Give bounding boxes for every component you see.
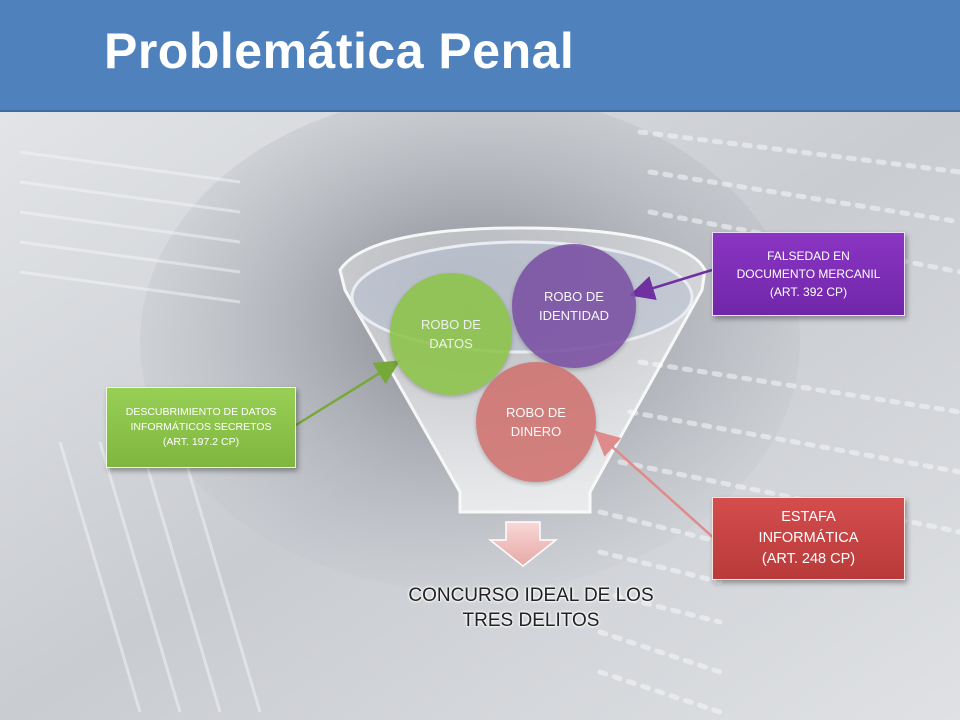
bubble-robo-de-dinero: ROBO DE DINERO xyxy=(476,362,596,482)
slide-title: Problemática Penal xyxy=(104,23,575,79)
box-estafa-line-1: ESTAFA xyxy=(781,509,836,525)
bubble-robo-de-datos: ROBO DE DATOS xyxy=(390,273,512,395)
title-bar: Problemática Penal xyxy=(0,0,960,112)
bubble-robo-de-datos-label: ROBO DE DATOS xyxy=(421,317,481,351)
bubble-robo-de-identidad-label: ROBO DE IDENTIDAD xyxy=(538,289,610,323)
box-estafa-informatica: ESTAFA INFORMÁTICA (ART. 248 CP) xyxy=(712,497,905,580)
box-descubrimiento-line-3: (ART. 197.2 CP) xyxy=(162,436,240,448)
result-arrow xyxy=(487,521,559,567)
box-descubrimiento-line-1: DESCUBRIMIENTO DE DATOS xyxy=(125,406,277,418)
box-falsedad-line-1: FALSEDAD EN xyxy=(767,249,850,263)
server-rack-lines xyxy=(19,150,262,713)
box-estafa-line-2: INFORMÁTICA xyxy=(758,530,859,546)
box-falsedad-documento: FALSEDAD EN DOCUMENTO MERCANIL (ART. 392… xyxy=(712,232,905,316)
bubble-robo-de-dinero-label: ROBO DE DINERO xyxy=(506,405,566,439)
box-falsedad-line-3: (ART. 392 CP) xyxy=(769,285,848,299)
box-estafa-line-3: (ART. 248 CP) xyxy=(761,551,856,567)
connector-descubrimiento xyxy=(295,360,401,427)
result-label: CONCURSO IDEAL DE LOS TRES DELITOS xyxy=(408,585,654,631)
connector-estafa xyxy=(594,430,717,541)
box-descubrimiento-datos: DESCUBRIMIENTO DE DATOS INFORMÁTICOS SEC… xyxy=(106,387,296,468)
connector-falsedad xyxy=(629,268,713,301)
binary-code-pattern xyxy=(597,129,960,715)
box-falsedad-line-2: DOCUMENTO MERCANIL xyxy=(736,267,881,281)
box-descubrimiento-line-2: INFORMÁTICOS SECRETOS xyxy=(130,421,272,433)
bubble-robo-de-identidad: ROBO DE IDENTIDAD xyxy=(512,244,636,368)
